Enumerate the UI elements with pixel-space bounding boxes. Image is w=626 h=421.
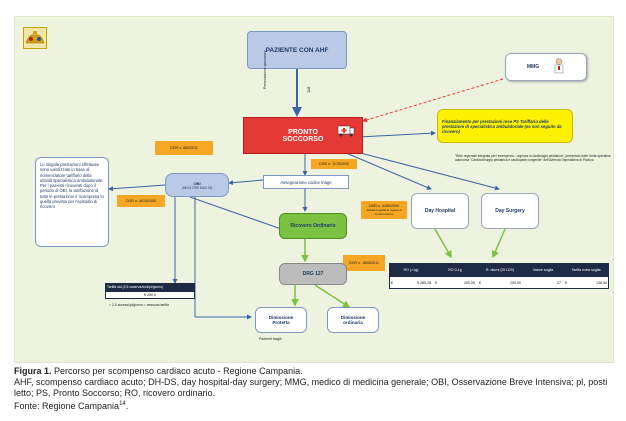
- figure-caption: Figura 1. Percorso per scompenso cardiac…: [14, 366, 614, 412]
- dim-ordinaria-2: ordinaria: [343, 320, 363, 325]
- singole-prestazioni-box: Le singole prestazioni effettuate sono v…: [35, 157, 109, 247]
- caption-title: Percorso per scompenso cardiaco acuto - …: [51, 366, 303, 376]
- dimissione-ordinaria-box: Dimissione ordinaria: [327, 307, 379, 333]
- dgr-4450-note: Attività erogabili in regime di ricovero…: [366, 208, 402, 216]
- finanziamento-box: Finanziamento per prestazioni rese PS Ta…: [437, 109, 573, 143]
- day-surgery-box: Day Surgery: [481, 193, 539, 229]
- day-hospital-box: Day Hospital: [411, 193, 469, 229]
- accesso-note: > 2.5 accessi/pl/giorno = nessuna tariff…: [109, 303, 169, 307]
- dgr-1805-label: DGR n. 1805/2011: [343, 255, 385, 271]
- th-diurni: R. diurni (DH-DS): [485, 267, 515, 272]
- triage-box: Assegnazione codice triage: [263, 175, 349, 189]
- dim-protetta-1: Dimissione: [268, 315, 294, 320]
- table-header-row: [389, 263, 609, 276]
- td-ro: 5.285,28: [417, 280, 431, 285]
- ricovero-label: Ricovero Ordinario: [290, 223, 336, 229]
- figure-label: Figura 1.: [14, 366, 52, 376]
- mmg-label: MMG: [526, 64, 540, 70]
- presentazione-label: Presentazione spontanea: [263, 50, 267, 89]
- td-soglia: 27: [557, 280, 561, 285]
- finanziamento-text: Finanziamento per prestazioni rese PS Ta…: [442, 118, 562, 134]
- singole-prestazioni-text: Le singole prestazioni effettuate sono v…: [40, 162, 104, 209]
- paziente-box: PAZIENTE CON AHF: [247, 31, 347, 69]
- th-extra: Tariffa extra soglia: [571, 267, 601, 272]
- pazienti-fragili-label: Pazienti fragili: [259, 337, 282, 341]
- connector-lines: [108, 69, 506, 320]
- caption-abbreviations: AHF, scompenso cardiaco acuto; DH-DS, da…: [14, 377, 608, 398]
- diagram-panel: PAZIENTE CON AHF Presentazione spontanea…: [14, 16, 614, 363]
- td-extra: 138,50: [596, 280, 607, 285]
- td-ro-cur: €: [391, 280, 393, 285]
- dgr-1179-label: DGR n. 1179/2000: [311, 159, 357, 169]
- ps-line1: PRONTO: [288, 128, 318, 136]
- tariffe-table: RO (>1g) RO 0-1g R. diurni (DH-DS) Valor…: [389, 263, 609, 289]
- dgr-4450-title: DGR n. 4450/2000: [369, 204, 399, 208]
- td-ro01: 200,00: [464, 280, 475, 285]
- table-value-row: [389, 276, 609, 289]
- rete-regionale-note: "Rete regionale integrata per l'emergenz…: [455, 154, 611, 162]
- dimissione-protetta-box: Dimissione Protetta: [255, 307, 307, 333]
- td-extra-cur: €: [565, 280, 567, 285]
- drg-box: DRG 127: [279, 263, 347, 285]
- ps-line2: SOCCORSO: [282, 135, 324, 143]
- td-ro01-cur: €: [435, 280, 437, 285]
- caption-source-ref: 14: [119, 401, 126, 407]
- label-118: 118: [306, 86, 311, 93]
- dgr-850-label: DGR n. 850/2011: [155, 141, 213, 155]
- mmg-box: MMG: [505, 53, 587, 81]
- caption-source-line: Fonte: Regione Campania14.: [14, 399, 614, 412]
- caption-source-end: .: [125, 401, 129, 411]
- th-ro: RO (>1g): [403, 267, 419, 272]
- paziente-label: PAZIENTE CON AHF: [265, 46, 329, 54]
- td-diurni-cur: €: [479, 280, 481, 285]
- td-diurni: 200,00: [510, 280, 521, 285]
- triage-label: Assegnazione codice triage: [280, 179, 332, 185]
- tariffa-std-value: € 250,0: [105, 291, 195, 299]
- obi-box: OBI (MIN 6 ORE MAX 24): [165, 173, 229, 197]
- ricovero-ordinario-box: Ricovero Ordinario: [279, 213, 347, 239]
- ambulance-icon: [337, 123, 355, 142]
- day-surgery-label: Day Surgery: [495, 208, 525, 214]
- obi-line1: OBI: [193, 180, 201, 186]
- pronto-soccorso-box: PRONTO SOCCORSO: [243, 117, 363, 154]
- dim-ordinaria-1: Dimissione: [340, 315, 366, 320]
- tariffa-std-header: Tariffa std (2,5 osservazioni/pl/giorno): [105, 283, 195, 291]
- tariffa-std-box: Tariffa std (2,5 osservazioni/pl/giorno)…: [105, 283, 195, 299]
- region-emblem: [23, 27, 47, 49]
- dgr-4615-label: DGR n. 4615/2005: [117, 195, 165, 207]
- obi-line2: (MIN 6 ORE MAX 24): [181, 185, 213, 190]
- dgr-4450-label: DGR n. 4450/2000 Attività erogabili in r…: [361, 201, 407, 219]
- caption-title-line: Figura 1. Percorso per scompenso cardiac…: [14, 366, 614, 377]
- th-ro01: RO 0-1g: [448, 267, 462, 272]
- day-hospital-label: Day Hospital: [424, 208, 456, 214]
- drg-label: DRG 127: [302, 271, 324, 277]
- doctor-icon: [553, 58, 565, 76]
- caption-source: Fonte: Regione Campania: [14, 401, 120, 411]
- dim-protetta-2: Protetta: [272, 320, 290, 325]
- th-soglia: Valore soglia: [532, 267, 554, 272]
